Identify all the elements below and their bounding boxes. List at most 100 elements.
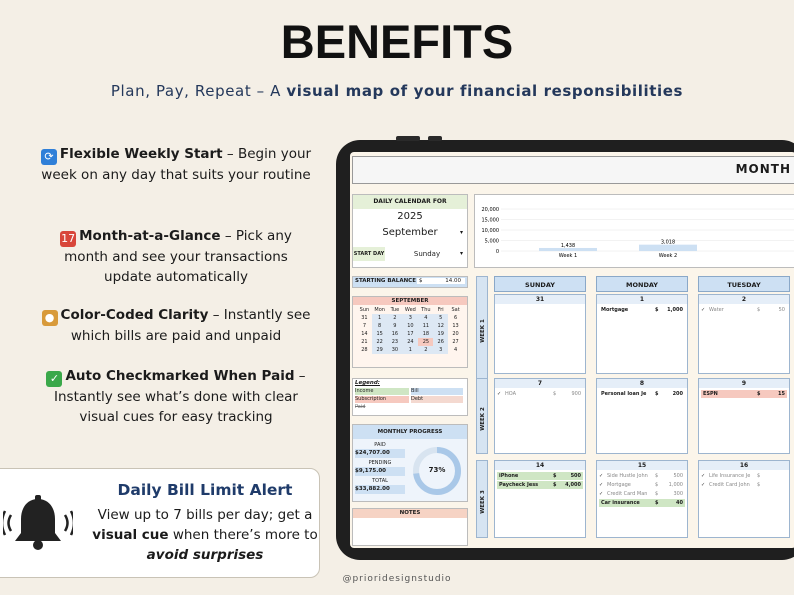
checkmark-icon: ✓: [599, 482, 604, 488]
week-tab: WEEK 2: [476, 378, 488, 454]
benefit-text: – Instantly see what’s done with clear v…: [54, 368, 306, 425]
calendar-day[interactable]: 4: [418, 314, 434, 322]
calendar-day[interactable]: 23: [387, 338, 403, 346]
calendar-day[interactable]: 11: [418, 322, 434, 330]
calendar-day[interactable]: 10: [402, 322, 419, 330]
bill-entry[interactable]: Mortgage$1,000: [599, 306, 685, 314]
calendar-day[interactable]: 26: [433, 338, 449, 346]
palette-icon: ●: [41, 310, 58, 326]
calendar-day[interactable]: 14: [361, 331, 368, 337]
alert-card: Daily Bill Limit Alert View up to 7 bill…: [0, 468, 320, 578]
calendar-day[interactable]: 16: [387, 330, 403, 338]
calendar-day[interactable]: 19: [433, 330, 449, 338]
sheet-header: MONTH: [352, 156, 794, 184]
starting-balance: STARTING BALANCE $14.00: [352, 276, 468, 288]
bill-entry[interactable]: ✓Mortgage$1,000: [599, 481, 685, 489]
calendar-day[interactable]: 22: [371, 338, 388, 346]
calendar-day[interactable]: 8: [371, 322, 388, 330]
calendar-day[interactable]: 20: [452, 331, 459, 337]
calendar-day[interactable]: 12: [433, 322, 449, 330]
legend-item: Debt: [411, 396, 463, 403]
calendar-day[interactable]: 21: [361, 339, 368, 345]
calendar-day[interactable]: 3: [402, 314, 419, 322]
bill-entry[interactable]: iPhone$500: [497, 472, 583, 480]
bill-entry[interactable]: ✓Credit Card John$: [701, 481, 787, 489]
donut-fill: [413, 447, 461, 495]
chevron-down-icon[interactable]: ▾: [459, 229, 463, 236]
calendar-day[interactable]: 18: [418, 330, 434, 338]
calendar-icon: 17: [60, 231, 77, 247]
year-select[interactable]: 2025: [397, 211, 423, 222]
calendar-day[interactable]: 3: [433, 346, 449, 354]
calendar-day[interactable]: 30: [387, 346, 403, 354]
bill-entry[interactable]: ✓HOA$900: [497, 390, 583, 398]
benefit-title: Color-Coded Clarity: [60, 307, 209, 323]
weekday-label: Fri: [437, 307, 444, 313]
bill-entry[interactable]: Personal loan Je$200: [599, 390, 685, 398]
calendar-day[interactable]: 25: [418, 338, 434, 346]
calendar-day[interactable]: 6: [453, 315, 458, 321]
y-tick-label: 15,000: [482, 218, 500, 224]
day-number: 15: [597, 461, 687, 470]
bill-entry[interactable]: Car insurance$40: [599, 499, 685, 507]
calendar-day[interactable]: 1: [371, 314, 388, 322]
benefit-text: – Begin your week on any day that suits …: [41, 146, 312, 183]
month-select[interactable]: September: [382, 227, 438, 238]
calendar-day[interactable]: 24: [402, 338, 419, 346]
notes-panel[interactable]: NOTES: [352, 508, 468, 546]
refresh-icon: ⟳: [40, 149, 57, 165]
calendar-day[interactable]: 2: [418, 346, 434, 354]
bill-entry[interactable]: Paycheck Jess$4,000: [497, 481, 583, 489]
benefit-item: ⟳Flexible Weekly Start – Begin your week…: [40, 144, 312, 185]
calendar-day[interactable]: 17: [402, 330, 419, 338]
checkmark-icon: ✓: [497, 391, 502, 397]
weekday-label: Wed: [404, 307, 416, 313]
start-day-select[interactable]: Sunday: [413, 250, 441, 258]
paid-value: $24,707.00: [355, 449, 405, 458]
day-cell[interactable]: 16✓Life Insurance Je$✓Credit Card John$: [698, 460, 790, 538]
calendar-day[interactable]: 9: [387, 322, 403, 330]
calendar-day[interactable]: 2: [387, 314, 403, 322]
day-number: 9: [699, 379, 789, 388]
day-cell[interactable]: 15✓Side Hustle John$500✓Mortgage$1,000✓C…: [596, 460, 688, 538]
day-header: TUESDAY: [698, 276, 790, 292]
calendar-day[interactable]: 5: [433, 314, 449, 322]
calendar-day[interactable]: 15: [371, 330, 388, 338]
calendar-day[interactable]: 29: [371, 346, 388, 354]
bell-icon: [3, 495, 73, 550]
day-cell[interactable]: 7✓HOA$900: [494, 378, 586, 454]
calendar-day[interactable]: 1: [402, 346, 419, 354]
day-number: 14: [495, 461, 585, 470]
day-cell[interactable]: 2✓Water$50: [698, 294, 790, 374]
benefit-text: – Instantly see which bills are paid and…: [70, 307, 311, 344]
bill-entry[interactable]: ✓Water$50: [701, 306, 787, 314]
starting-balance-value[interactable]: $14.00: [417, 278, 465, 284]
legend-item: [411, 404, 463, 411]
bill-entry[interactable]: ✓Credit Card Man$300: [599, 490, 685, 498]
bill-entry[interactable]: ✓Life Insurance Je$: [701, 472, 787, 480]
calendar-day[interactable]: 4: [453, 347, 458, 353]
chevron-down-icon[interactable]: ▾: [459, 250, 463, 257]
day-cell[interactable]: 31: [494, 294, 586, 374]
calendar-day[interactable]: 27: [452, 339, 459, 345]
legend-item: Subscription: [355, 396, 409, 403]
day-number: 1: [597, 295, 687, 304]
weekday-label: Sun: [359, 307, 370, 313]
calendar-day[interactable]: 7: [362, 323, 366, 329]
x-tick-label: Week 2: [659, 253, 677, 259]
calendar-day[interactable]: 13: [452, 323, 459, 329]
bill-entry[interactable]: ESPN$15: [701, 390, 787, 398]
bar-value-label: 1,438: [561, 243, 575, 249]
calendar-day[interactable]: 28: [361, 347, 368, 353]
calendar-day[interactable]: 31: [361, 315, 368, 321]
total-value: $33,882.00: [355, 485, 405, 494]
calendar-panel: DAILY CALENDAR FOR 2025 September ▾ STAR…: [352, 194, 468, 268]
bill-entry[interactable]: ✓Side Hustle John$500: [599, 472, 685, 480]
